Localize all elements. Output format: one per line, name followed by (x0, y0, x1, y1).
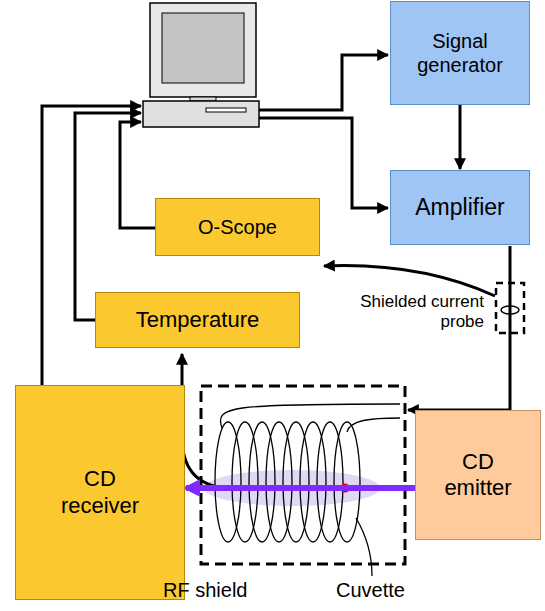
box-label: Signal generator (400, 29, 520, 77)
leader-line (356, 518, 372, 576)
coil-loop (334, 422, 360, 542)
coil-loop (283, 422, 309, 542)
computer-icon (143, 3, 259, 127)
box-label: Amplifier (415, 194, 504, 222)
box-label: CD receiver (52, 466, 148, 519)
part-label: Cuvette (336, 578, 426, 602)
process-box: Signal generator (390, 1, 530, 105)
connector-arrow (186, 485, 415, 491)
coil-windings (215, 422, 360, 542)
coil-loop (215, 422, 241, 542)
temperature-probe (182, 354, 345, 488)
current-probe (496, 283, 524, 333)
coil-loop (300, 422, 326, 542)
box-label: CD emitter (430, 449, 526, 502)
process-box: Amplifier (390, 170, 530, 245)
rf-shield-outline (201, 386, 405, 564)
coil-loop (266, 422, 292, 542)
instrument-box: CD receiver (15, 385, 185, 600)
coil-loop (232, 422, 258, 542)
instrument-box: CD emitter (415, 410, 541, 540)
part-label: Shielded current probe (300, 292, 484, 333)
box-label: Temperature (136, 307, 260, 333)
coil-loop (317, 422, 343, 542)
box-label: O-Scope (198, 215, 277, 239)
connector-arrow (459, 105, 462, 169)
coil-leads (220, 404, 400, 432)
part-label: RF shield (163, 578, 283, 602)
instrument-box: O-Scope (155, 198, 320, 256)
instrument-box: Temperature (95, 292, 300, 348)
coil-loop (249, 422, 275, 542)
